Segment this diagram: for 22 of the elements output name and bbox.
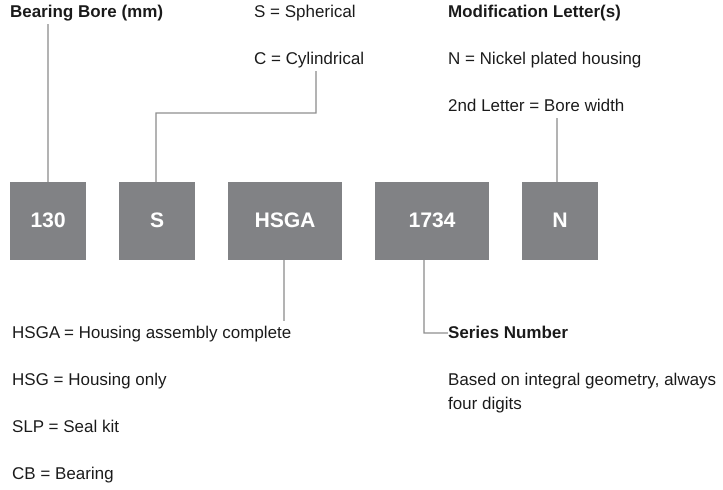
description-text: SLP = Seal kit xyxy=(12,416,119,438)
leader-line xyxy=(556,118,558,182)
description-text: HSG = Housing only xyxy=(12,369,166,391)
description-text: S = Spherical xyxy=(254,1,356,23)
leader-line xyxy=(283,260,285,321)
description-text: N = Nickel plated housing xyxy=(448,48,642,70)
heading-text: Series Number xyxy=(448,322,568,344)
code-segment-box: HSGA xyxy=(228,182,342,260)
code-segment-box: 130 xyxy=(10,182,86,260)
description-text: 2nd Letter = Bore width xyxy=(448,95,624,117)
description-text: C = Cylindrical xyxy=(254,48,364,70)
description-text: HSGA = Housing assembly complete xyxy=(12,322,292,344)
code-segment-box: N xyxy=(522,182,598,260)
heading-text: Modification Letter(s) xyxy=(448,1,621,23)
heading-text: Bearing Bore (mm) xyxy=(10,1,164,23)
leader-line xyxy=(47,24,49,182)
description-text: Based on integral geometry, always four digits xyxy=(448,369,718,415)
leader-line xyxy=(155,71,317,182)
description-text: CB = Bearing xyxy=(12,463,114,485)
leader-line xyxy=(423,260,448,334)
code-segment-box: 1734 xyxy=(375,182,489,260)
code-segment-box: S xyxy=(119,182,195,260)
